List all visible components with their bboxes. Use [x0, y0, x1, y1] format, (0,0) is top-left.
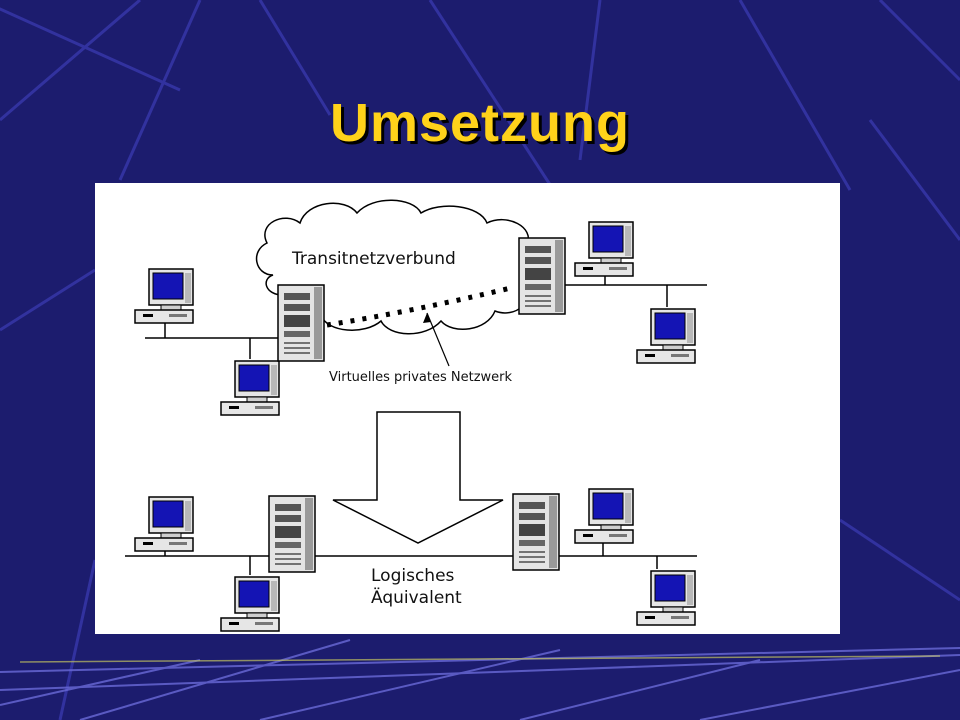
down-arrow-icon: [332, 411, 504, 544]
server-lower-right-icon: [512, 493, 560, 571]
computer-lower-top-right-icon: [574, 488, 634, 544]
server-right-icon: [518, 237, 566, 315]
vpn-label: Virtuelles privates Netzwerk: [329, 370, 513, 385]
computer-mid-right-icon: [636, 308, 696, 364]
computer-lower-bottom-left-icon: [220, 576, 280, 632]
vpn-diagram: Transitnetzverbund Virtuelles privates N…: [95, 183, 840, 634]
equivalent-label-line1: Logisches: [371, 566, 455, 586]
equivalent-label-line2: Äquivalent: [371, 587, 462, 608]
server-left-icon: [277, 284, 325, 362]
cloud-label: Transitnetzverbund: [291, 249, 456, 269]
background-bottom-lines: [0, 639, 960, 720]
server-lower-left-icon: [268, 495, 316, 573]
computer-bottom-left-icon: [220, 360, 280, 416]
computer-lower-left-icon: [134, 496, 194, 552]
slide-title: Umsetzung: [329, 93, 630, 153]
computer-top-right-icon: [574, 221, 634, 277]
background-accent-line: [19, 655, 941, 663]
computer-lower-bottom-right-icon: [636, 570, 696, 626]
vpn-pointer-arrowhead: [423, 313, 431, 323]
computer-top-left-icon: [134, 268, 194, 324]
